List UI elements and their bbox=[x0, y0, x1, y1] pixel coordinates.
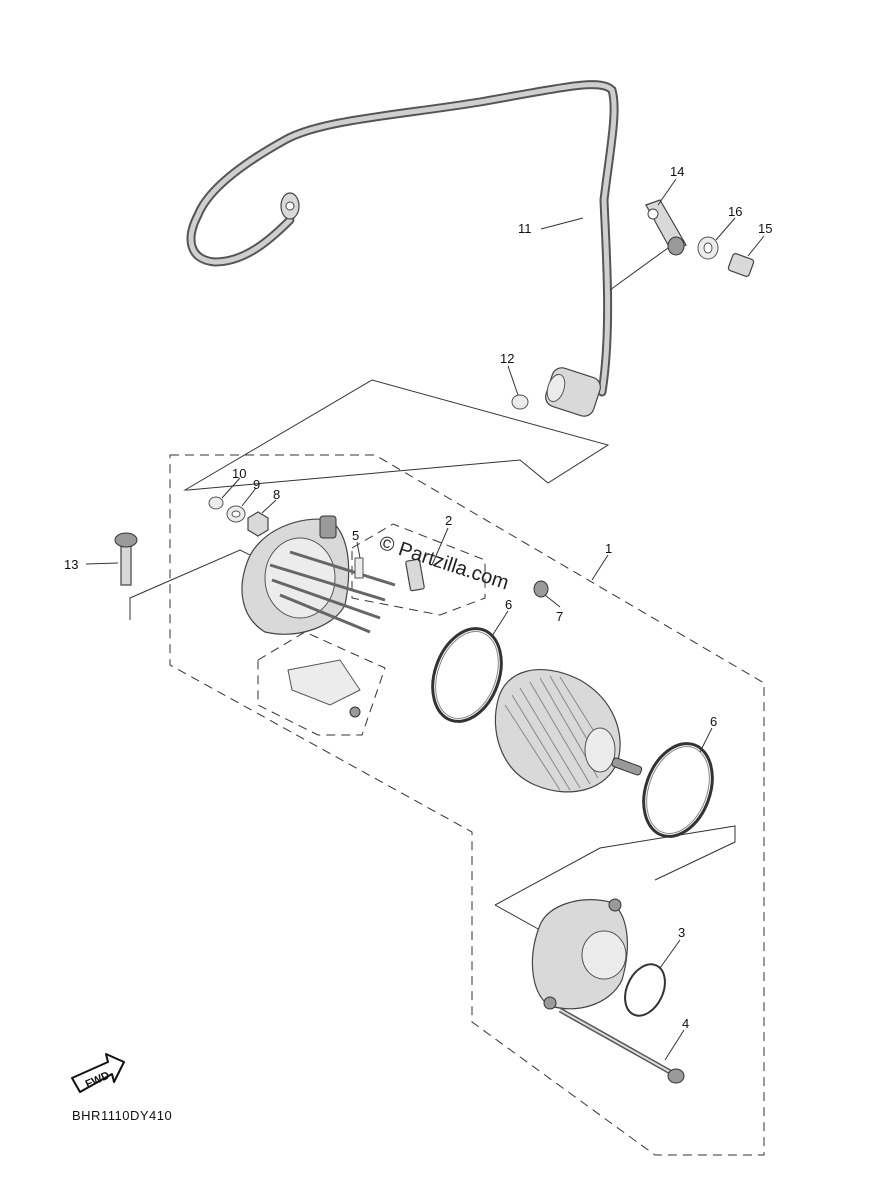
callout-5: 5 bbox=[352, 528, 359, 543]
starter-lead-wire-highlight bbox=[188, 82, 617, 395]
callout-2: 2 bbox=[445, 513, 452, 528]
end-cover-frame-left bbox=[494, 825, 736, 906]
washer-10 bbox=[208, 496, 224, 510]
o-ring-6-rear-inner bbox=[646, 746, 710, 834]
rear-end-cover bbox=[531, 899, 628, 1010]
lead-wire-frame bbox=[183, 379, 610, 491]
lead-wire-terminal-hole bbox=[285, 201, 295, 211]
callout-3: 3 bbox=[678, 925, 685, 940]
starter-lead-wire bbox=[186, 80, 619, 397]
terminal-lug-14-sleeve bbox=[667, 236, 685, 256]
o-ring-12 bbox=[511, 394, 529, 410]
fwd-arrow-icon bbox=[71, 1053, 125, 1093]
bolt-13-leader-frame bbox=[129, 549, 261, 620]
o-ring-6-rear bbox=[642, 742, 714, 838]
callout-16: 16 bbox=[728, 204, 742, 219]
bolt-13-shank bbox=[120, 544, 132, 586]
diagram-code: BHR1110DY410 bbox=[72, 1108, 172, 1123]
nut-8 bbox=[247, 511, 269, 537]
brush-holder-plate bbox=[287, 659, 361, 706]
callout-6-rear: 6 bbox=[710, 714, 717, 729]
rear-end-cover-ear-bottom bbox=[543, 996, 557, 1010]
bolt-13-head bbox=[114, 532, 138, 548]
callout-15: 15 bbox=[758, 221, 772, 236]
washer-9-hole bbox=[231, 510, 241, 518]
watermark: © Partzilla.com bbox=[376, 532, 511, 595]
through-bolt-4-highlight bbox=[559, 1009, 673, 1074]
brush-holder-rods bbox=[269, 550, 396, 634]
through-bolt-4-head bbox=[667, 1068, 685, 1084]
terminal-lug-14-hole bbox=[647, 208, 659, 220]
brush-2 bbox=[405, 558, 425, 592]
callout-11: 11 bbox=[518, 221, 532, 236]
end-cover-frame-right bbox=[494, 904, 541, 931]
callout-12: 12 bbox=[500, 351, 514, 366]
callout-leaders bbox=[85, 178, 765, 1061]
lead-wire-boot-end bbox=[546, 373, 566, 403]
bushing-7 bbox=[533, 580, 549, 598]
front-cover-terminal-post bbox=[319, 515, 337, 539]
assembly-boundary-1 bbox=[169, 454, 765, 1156]
callout-7: 7 bbox=[556, 609, 563, 624]
o-ring-3 bbox=[624, 963, 666, 1017]
terminal-leader-line bbox=[609, 247, 669, 291]
callout-10: 10 bbox=[232, 466, 246, 481]
callout-6-front: 6 bbox=[505, 597, 512, 612]
rear-end-cover-boss bbox=[581, 930, 627, 980]
rear-end-cover-ear-top bbox=[608, 898, 622, 912]
callout-9: 9 bbox=[253, 477, 260, 492]
washer-16-hole bbox=[703, 242, 713, 254]
front-cover-inner bbox=[264, 537, 336, 619]
brush-holder-bolt bbox=[349, 706, 361, 718]
fwd-arrow-badge: FWD bbox=[71, 1053, 125, 1093]
callout-1: 1 bbox=[605, 541, 612, 556]
o-ring-6-front-inner bbox=[435, 631, 499, 719]
callout-4: 4 bbox=[682, 1016, 689, 1031]
callout-13: 13 bbox=[64, 557, 78, 572]
nut-15 bbox=[727, 253, 755, 277]
brush-spring-group-boundary bbox=[351, 523, 486, 616]
o-ring-6-front bbox=[431, 627, 503, 723]
armature-commutator bbox=[584, 727, 616, 773]
callout-14: 14 bbox=[670, 164, 684, 179]
spring-5 bbox=[354, 557, 364, 579]
callout-8: 8 bbox=[273, 487, 280, 502]
brush-holder-group-boundary bbox=[257, 631, 386, 736]
armature-shaft bbox=[611, 757, 643, 776]
